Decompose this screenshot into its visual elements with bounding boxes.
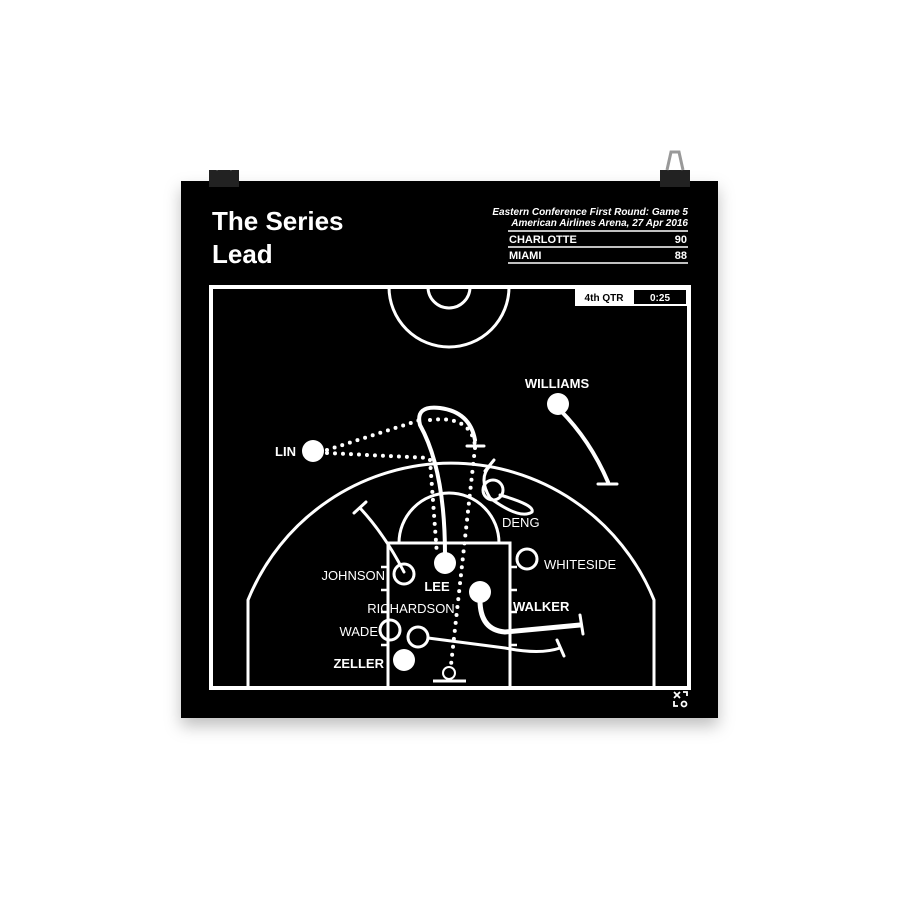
player-whiteside (515, 547, 539, 571)
play-paths (325, 405, 619, 667)
quarter: 4th QTR (585, 293, 625, 304)
title-line-1: The Series (212, 206, 344, 236)
court (209, 285, 691, 690)
player-label: LIN (275, 444, 296, 459)
team-name: CHARLOTTE (509, 234, 577, 246)
player-williams (547, 393, 569, 415)
binder-clip-right (660, 150, 690, 187)
player-zeller (393, 649, 415, 671)
player-walker (469, 581, 491, 603)
venue-date: American Airlines Arena, 27 Apr 2016 (510, 218, 688, 229)
player-label: WADE (339, 624, 378, 639)
basketball-icon (442, 666, 456, 680)
player-label: WHITESIDE (544, 557, 617, 572)
offense-players: LIN WILLIAMS LEE WALKER ZELLER (275, 376, 589, 671)
player-label: WALKER (513, 599, 570, 614)
player-deng (481, 478, 505, 502)
defense-players (378, 478, 539, 649)
player-richardson (406, 625, 430, 649)
team-score: 90 (675, 234, 687, 246)
game-info: Eastern Conference First Round: Game 5 (492, 207, 688, 218)
binder-clip-left (209, 150, 239, 187)
title-line-2: Lead (212, 239, 273, 269)
player-label: WILLIAMS (525, 376, 590, 391)
player-label: JOHNSON (321, 568, 385, 583)
player-label: DENG (502, 515, 540, 530)
player-label: RICHARDSON (367, 601, 454, 616)
player-lin (302, 440, 324, 462)
team-name: MIAMI (509, 250, 541, 262)
player-wade (378, 618, 402, 642)
team-score: 88 (675, 250, 687, 262)
player-johnson (392, 562, 416, 586)
game-clock: 0:25 (650, 293, 670, 304)
poster (181, 181, 718, 718)
xo-logo-icon (673, 691, 688, 708)
player-label: LEE (424, 579, 450, 594)
player-label: ZELLER (333, 656, 384, 671)
player-lee (434, 552, 456, 574)
